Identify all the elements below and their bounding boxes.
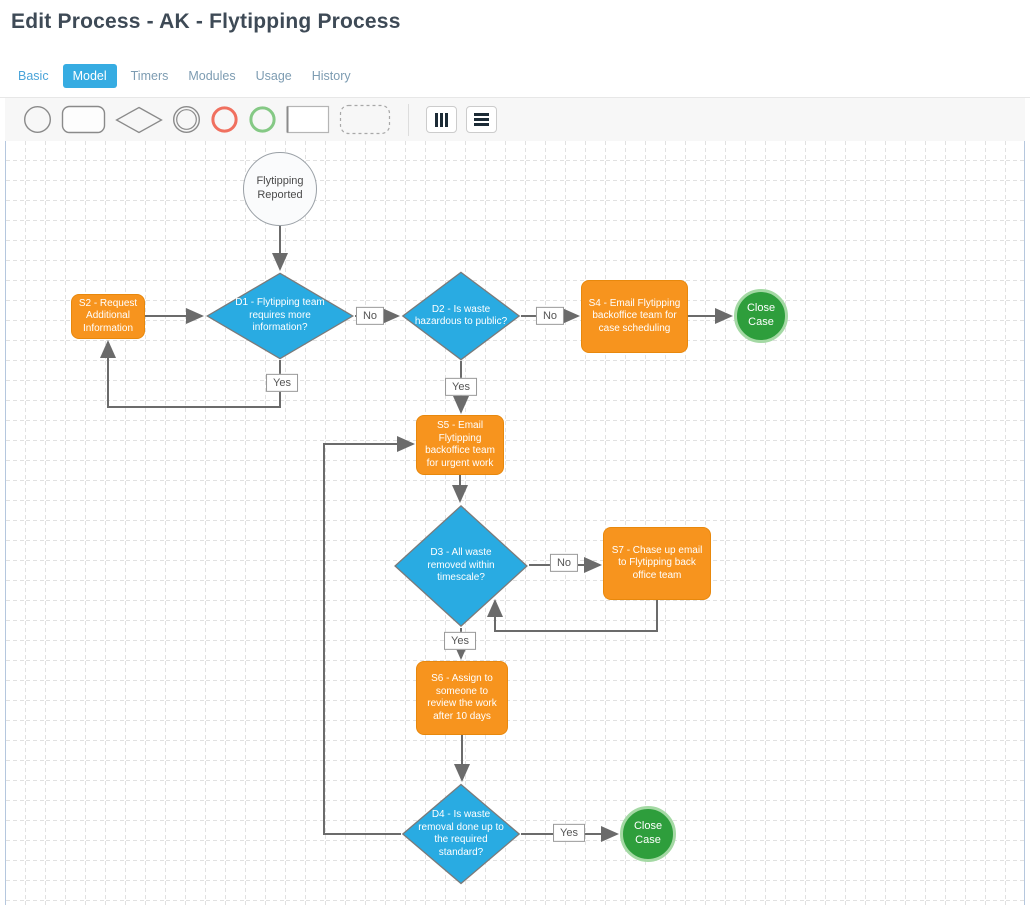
- node-task-s4[interactable]: S4 - Email Flytipping backoffice team fo…: [581, 280, 688, 353]
- tab-model[interactable]: Model: [62, 64, 117, 88]
- palette-diamond-icon[interactable]: [115, 106, 163, 134]
- node-decision-d4[interactable]: D4 - Is waste removal done up to the req…: [401, 783, 521, 885]
- diagram-canvas[interactable]: Flytipping Reported D1 - Flytipping team…: [5, 141, 1025, 905]
- node-end-close-case-2[interactable]: Close Case: [620, 806, 676, 862]
- node-label: D3 - All waste removed within timescale?: [427, 547, 495, 584]
- node-task-s7[interactable]: S7 - Chase up email to Flytipping back o…: [603, 527, 711, 600]
- palette-rounded-rectangle-icon[interactable]: [61, 105, 106, 134]
- palette-dashed-group-icon[interactable]: [339, 104, 391, 135]
- node-decision-d2[interactable]: D2 - Is waste hazardous to public?: [401, 271, 521, 361]
- tab-bar: Basic Model Timers Modules Usage History: [12, 64, 357, 88]
- edge-label-d2-no[interactable]: No: [535, 306, 565, 326]
- node-label: D2 - Is waste hazardous to public?: [414, 303, 508, 328]
- edge-label-d3-no[interactable]: No: [549, 553, 579, 573]
- list-icon: [474, 113, 489, 126]
- lanes-button[interactable]: [426, 106, 457, 133]
- tab-history[interactable]: History: [311, 69, 351, 83]
- tab-timers[interactable]: Timers: [130, 69, 169, 83]
- edge-label-d3-yes[interactable]: Yes: [444, 631, 476, 651]
- node-label: D4 - Is waste removal done up to the req…: [418, 809, 504, 858]
- palette-container-icon[interactable]: [286, 105, 330, 134]
- tab-usage[interactable]: Usage: [255, 69, 292, 83]
- node-decision-d1[interactable]: D1 - Flytipping team requires more infor…: [205, 272, 355, 360]
- edge-label-d2-yes[interactable]: Yes: [445, 377, 477, 397]
- palette-circle-icon[interactable]: [23, 105, 52, 134]
- palette-error-circle-icon[interactable]: [210, 105, 239, 134]
- toolbar-divider: [408, 103, 409, 136]
- palette-double-circle-icon[interactable]: [172, 105, 201, 134]
- grid-background: [6, 141, 1024, 905]
- palette-success-circle-icon[interactable]: [248, 105, 277, 134]
- node-task-s5[interactable]: S5 - Email Flytipping backoffice team fo…: [416, 415, 504, 475]
- list-button[interactable]: [466, 106, 497, 133]
- edge-label-d1-yes[interactable]: Yes: [266, 373, 298, 393]
- node-label: D1 - Flytipping team requires more infor…: [235, 297, 325, 334]
- node-decision-d3[interactable]: D3 - All waste removed within timescale?: [393, 504, 529, 628]
- header-divider: [0, 97, 1030, 98]
- connector-layer: [6, 141, 1024, 905]
- shape-toolbar: [5, 98, 1025, 141]
- page-title: Edit Process - AK - Flytipping Process: [11, 10, 401, 33]
- lanes-icon: [435, 112, 438, 127]
- node-start-flytipping-reported[interactable]: Flytipping Reported: [243, 152, 317, 226]
- connectors: [100, 226, 733, 842]
- tab-basic[interactable]: Basic: [18, 69, 49, 83]
- edge-label-d1-no[interactable]: No: [355, 306, 385, 326]
- tab-modules[interactable]: Modules: [188, 69, 236, 83]
- node-task-s2[interactable]: S2 - Request Additional Information: [71, 294, 145, 339]
- edge-label-d4-yes[interactable]: Yes: [553, 823, 585, 843]
- node-task-s6[interactable]: S6 - Assign to someone to review the wor…: [416, 661, 508, 735]
- node-end-close-case-1[interactable]: Close Case: [734, 289, 788, 343]
